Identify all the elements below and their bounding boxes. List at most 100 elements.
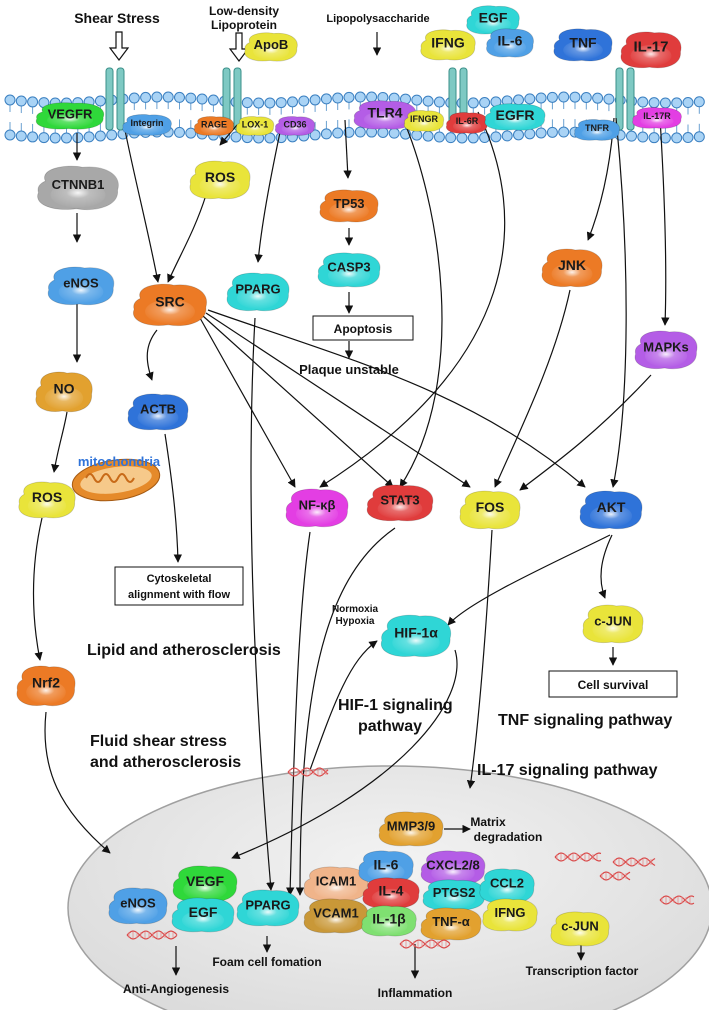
rage-node: RAGE [193,116,235,136]
il17-pathway-label: IL-17 signaling pathway [477,762,658,779]
cd36-node: CD36 [274,116,316,136]
ctnnb1-node-label: CTNNB1 [52,177,105,192]
src-node-label: SRC [155,293,185,309]
apoptosis-label: Apoptosis [334,322,393,336]
il6r-node: IL-6R [445,112,489,134]
mitochondria-label: mitochondria [78,454,161,469]
nucleus-pparg-node: PPARG [236,889,300,927]
tp53-node: TP53 [319,189,379,223]
egf-node-label: EGF [479,10,508,26]
arrow-integrin-src [124,129,161,283]
arrow-il17r-mapks [659,117,670,326]
cytoskeletal-box [114,566,244,606]
cytoskeletal-label-2: alignment with flow [128,589,230,601]
arrow-akt-hif1a [447,534,611,626]
arrow-tlr4-tp53 [343,119,352,179]
arrow-nrf2-nucleus [44,711,111,854]
rage-node-label: RAGE [201,119,227,129]
stat3-node-label: STAT3 [380,492,419,507]
ccl2-node: CCL2 [479,868,535,904]
casp3-node-label: CASP3 [327,260,370,275]
apob-node: ApoB [244,32,298,62]
ctnnb1-node: CTNNB1 [37,165,119,210]
mmp-node: MMP3/9 [378,811,444,847]
ifng-node-label: IFNG [431,34,465,50]
arrow-src-nfkb [199,317,296,488]
icam1-node: ICAM1 [303,866,369,902]
tlr4-node: TLR4 [353,100,417,130]
vcam1-node: VCAM1 [303,898,369,934]
ros-mito-node: ROS [18,481,76,519]
integrin-node: Integrin [122,114,172,136]
dna-helix [599,871,631,881]
mapks-node-label: MAPKs [643,339,689,354]
cjun-node-label: c-JUN [594,613,632,628]
hif1a-node-label: HIF-1α [394,624,438,640]
apob-node-label: ApoB [254,37,289,52]
il6-node: IL-6 [486,28,534,58]
foam-cell-label: Foam cell fomation [212,955,321,969]
lox1-node-label: LOX-1 [242,119,269,129]
arrow-cd36-pparg [254,117,284,263]
matrix-label-2: degradation [474,830,543,844]
arrow-src-fos [205,312,471,488]
nucleus-egf-node-label: EGF [189,904,218,920]
tnfr-node-label: TNFR [585,123,609,133]
dna-helix [287,767,329,777]
arrow-rage-ros [219,124,238,146]
fluid-pathway-label-2: and atherosclerosis [90,754,241,771]
il1b-node-label: IL-1β [372,910,406,926]
matrix-label-1: Matrix [470,815,506,829]
arrow-src-stat3 [202,315,394,488]
casp3-node: CASP3 [317,252,381,288]
hif1-pathway-label-1: HIF-1 signaling [338,697,453,714]
fluid-pathway-label-1: Fluid shear stress [90,733,227,750]
ros-mito-node-label: ROS [32,489,62,505]
arrow-fos-nucleus [466,529,493,789]
hif1a-node: HIF-1α [380,614,452,657]
icam1-node-label: ICAM1 [316,874,356,889]
jnk-node: JNK [541,248,603,288]
nucleus-cjun-node-label: c-JUN [561,919,599,934]
cell-survival-label: Cell survival [578,678,649,692]
akt-node: AKT [579,490,643,530]
ifngr-node-label: IFNGR [410,114,438,124]
dna-helix [659,895,695,905]
lipid-pathway-label: Lipid and atherosclerosis [87,642,281,659]
tnfa-node: TNF-α [420,907,482,941]
mapks-node: MAPKs [634,330,698,370]
arrow-tnfr-akt [610,117,627,488]
actb-node: ACTB [127,393,189,431]
tnf-pathway-label: TNF signaling pathway [498,712,672,729]
pathway-labels: Lipid and atherosclerosis Fluid shear st… [87,642,672,779]
il17r-node: IL-17R [632,107,682,129]
dna-helix [612,857,656,867]
vegfr-channel [105,67,125,131]
il1b-node: IL-1β [361,905,417,937]
arrow-il6r-nfkb [319,111,506,488]
tnfr-channel [615,67,635,131]
il4-node-label: IL-4 [379,882,404,898]
egfr-node: EGFR [484,103,546,131]
pparg-node: PPARG [226,272,290,312]
nucleus-ifng-node-label: IFNG [494,905,525,920]
fos-node: FOS [459,490,521,530]
egf-node: EGF [466,5,520,35]
ros-node: ROS [189,160,251,200]
ifng-node: IFNG [420,29,476,61]
no-node: NO [35,371,93,413]
nrf2-node-label: Nrf2 [32,675,60,691]
ptgs2-node: PTGS2 [422,879,486,911]
tnf-node: TNF [553,28,613,62]
vcam1-node-label: VCAM1 [313,906,359,921]
il17-node-label: IL-17 [633,38,668,55]
tnfa-node-label: TNF-α [432,914,470,929]
tlr4-node-label: TLR4 [368,105,403,121]
ifngr-node: IFNGR [403,110,445,132]
il6-node-label: IL-6 [498,33,523,49]
cxcl-node-label: CXCL2/8 [426,858,479,873]
arrow-src-akt [207,309,586,488]
nfkb-node-label: NF-κβ [299,497,336,512]
